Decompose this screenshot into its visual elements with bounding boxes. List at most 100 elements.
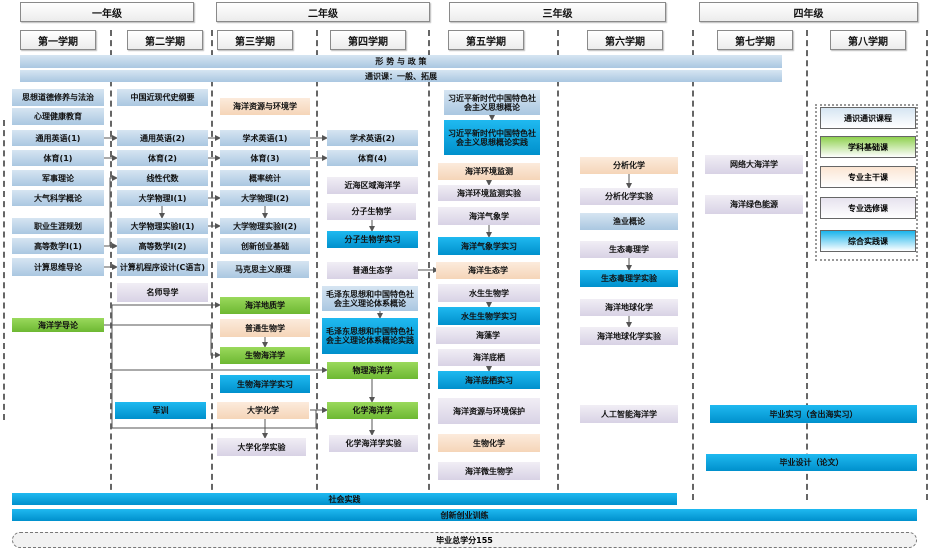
legend-item-basic: 学科基础课 xyxy=(820,136,916,158)
course-box: 体育(2) xyxy=(117,150,208,166)
course-box: 海洋地球化学实验 xyxy=(580,327,678,345)
course-box: 海洋环境监测实验 xyxy=(438,185,540,201)
innovation-training-bar: 创新创业训练 xyxy=(12,509,917,521)
course-box: 海洋底栖 xyxy=(438,349,540,366)
course-box: 海洋气象学 xyxy=(438,207,540,225)
course-box: 大学化学实验 xyxy=(217,438,306,456)
course-box: 创新创业基础 xyxy=(220,238,310,254)
course-box: 生物海洋学实习 xyxy=(220,375,310,393)
course-box: 计算机程序设计(C语言) xyxy=(117,258,208,276)
course-box: 大学物理实验I(2) xyxy=(220,218,310,234)
course-box: 大学物理I(2) xyxy=(220,190,310,206)
course-box: 大学物理I(1) xyxy=(117,190,208,206)
course-box: 毛泽东思想和中国特色社会主义理论体系概论 xyxy=(322,286,418,311)
course-box: 海洋环境监测 xyxy=(438,163,540,180)
course-box: 心理健康教育 xyxy=(12,108,104,125)
divider xyxy=(3,120,5,420)
year-header: 四年级 xyxy=(699,2,918,22)
semester-header: 第四学期 xyxy=(330,30,406,50)
course-box: 习近平新时代中国特色社会主义思想概论实践 xyxy=(444,120,540,155)
course-box: 海洋资源与环境学 xyxy=(220,98,310,115)
policy-bar: 形 势 与 政 策 xyxy=(20,55,782,68)
semester-header: 第五学期 xyxy=(448,30,524,50)
course-box: 人工智能海洋学 xyxy=(580,405,678,423)
thesis-bar: 毕业设计（论文） xyxy=(706,454,917,471)
total-credits: 毕业总学分155 xyxy=(12,532,917,548)
course-box: 习近平新时代中国特色社会主义思想概论 xyxy=(444,90,540,115)
course-box: 水生生物学 xyxy=(438,284,540,302)
course-box: 计算思维导论 xyxy=(12,258,104,276)
semester-header: 第二学期 xyxy=(127,30,203,50)
course-box: 概率统计 xyxy=(220,170,310,186)
course-box: 职业生涯规划 xyxy=(12,218,104,234)
semester-header: 第三学期 xyxy=(217,30,293,50)
course-box: 生物化学 xyxy=(438,434,540,452)
legend xyxy=(815,104,918,261)
course-box: 水生生物学实习 xyxy=(438,307,540,325)
course-box: 马克思主义原理 xyxy=(217,261,309,278)
divider xyxy=(692,30,694,500)
course-box: 海洋学导论 xyxy=(12,318,104,332)
course-box: 通用英语(2) xyxy=(117,130,208,146)
course-box: 普通生态学 xyxy=(327,262,418,279)
course-box: 高等数学I(1) xyxy=(12,238,104,254)
internship-bar: 毕业实习（含出海实习） xyxy=(710,405,917,423)
semester-header: 第一学期 xyxy=(20,30,96,50)
course-box: 军训 xyxy=(115,402,206,419)
course-box: 海洋气象学实习 xyxy=(438,237,540,255)
divider xyxy=(211,30,213,500)
course-box: 普通生物学 xyxy=(220,319,310,337)
divider xyxy=(428,30,430,500)
course-box: 思想道德修养与法治 xyxy=(12,89,104,106)
course-box: 大学物理实验I(1) xyxy=(117,218,208,234)
course-box: 海洋地质学 xyxy=(220,297,310,314)
divider xyxy=(557,30,559,500)
divider xyxy=(926,30,928,500)
course-box: 海藻学 xyxy=(436,327,540,344)
course-box: 体育(4) xyxy=(327,150,418,166)
course-box: 生物海洋学 xyxy=(220,347,310,364)
course-box: 化学海洋学 xyxy=(327,402,418,419)
arrow xyxy=(104,324,221,358)
course-box: 物理海洋学 xyxy=(327,362,418,379)
course-box: 海洋微生物学 xyxy=(438,462,540,480)
course-box: 生态毒理学实验 xyxy=(580,270,678,287)
course-box: 生态毒理学 xyxy=(580,241,678,258)
course-box: 海洋资源与环境保护 xyxy=(438,398,540,424)
course-box: 海洋绿色能源 xyxy=(705,195,803,214)
course-box: 通用英语(1) xyxy=(12,130,104,146)
course-box: 毛泽东思想和中国特色社会主义理论体系概论实践 xyxy=(322,318,418,354)
course-box: 体育(3) xyxy=(220,150,310,166)
course-box: 化学海洋学实验 xyxy=(329,435,418,452)
course-box: 近海区域海洋学 xyxy=(327,177,418,194)
semester-header: 第六学期 xyxy=(587,30,663,50)
semester-header: 第八学期 xyxy=(830,30,906,50)
divider xyxy=(316,30,318,500)
course-box: 海洋地球化学 xyxy=(580,299,678,316)
course-box: 学术英语(2) xyxy=(327,130,418,146)
year-header: 三年级 xyxy=(449,2,666,22)
divider xyxy=(806,30,808,500)
course-box: 海洋底栖实习 xyxy=(438,371,540,389)
course-box: 渔业概论 xyxy=(580,213,678,230)
legend-item-practice: 综合实践课 xyxy=(820,230,916,252)
course-box: 高等数学I(2) xyxy=(117,238,208,254)
social-practice-bar: 社会实践 xyxy=(12,493,677,505)
legend-item-core: 专业主干课 xyxy=(820,166,916,188)
legend-item-general: 通识通识课程 xyxy=(820,107,916,129)
legend-item-elective: 专业选修课 xyxy=(820,197,916,219)
course-box: 学术英语(1) xyxy=(220,130,310,146)
course-box: 名师导学 xyxy=(117,283,208,302)
course-box: 体育(1) xyxy=(12,150,104,166)
year-header: 二年级 xyxy=(216,2,430,22)
course-box: 分子生物学 xyxy=(327,203,416,220)
course-box: 分子生物学实习 xyxy=(327,231,418,248)
arrow xyxy=(111,330,328,429)
course-box: 大气科学概论 xyxy=(12,190,104,206)
divider xyxy=(110,30,112,500)
year-header: 一年级 xyxy=(20,2,194,22)
course-box: 线性代数 xyxy=(117,170,208,186)
course-box: 大学化学 xyxy=(217,402,309,419)
